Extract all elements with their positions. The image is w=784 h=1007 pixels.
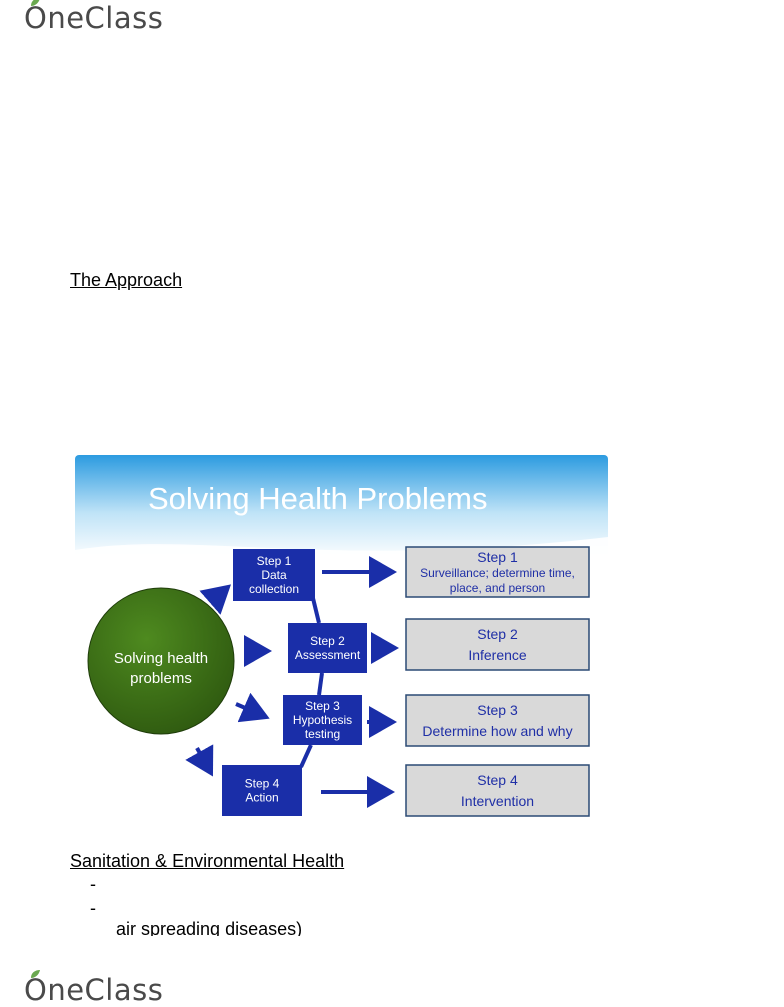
step-box-text: collection [249, 582, 299, 596]
result-box-text: Step 1 [477, 549, 518, 565]
result-box-rect [405, 546, 590, 598]
clipped-text-line: air spreading diseases) [116, 919, 303, 936]
bullet-dash-2: - [90, 898, 96, 918]
center-label-line-1: Solving health [114, 650, 208, 667]
result-arrows [321, 556, 399, 808]
sky-background [75, 455, 608, 560]
step-box-text: Step 4 [245, 777, 280, 791]
result-box-rect [405, 764, 590, 817]
circle-arrows [185, 584, 272, 777]
step-box-rect [288, 623, 367, 673]
step-box-text: testing [305, 727, 340, 741]
logo-text: OneClass [24, 973, 164, 1007]
section-heading-sanitation: Sanitation & Environmental Health [70, 851, 345, 871]
step-box-rect [222, 765, 302, 816]
result-box-2: Step 2 Inference [405, 618, 590, 671]
result-box-3: Step 3 Determine how and why [405, 694, 590, 747]
result-box-text: Step 2 [477, 626, 518, 642]
result-box-rect [405, 694, 590, 747]
result-box-text: Intervention [461, 793, 534, 809]
step-box-text: Step 3 [305, 699, 340, 713]
result-box-text: Step 3 [477, 702, 518, 718]
step-box-text: Step 1 [257, 554, 292, 568]
leaf-icon [31, 0, 40, 6]
center-circle [87, 587, 235, 735]
step-box-text: Assessment [295, 648, 361, 662]
section-heading-approach: The Approach [70, 270, 183, 290]
diagram-title: Solving Health Problems [148, 481, 487, 516]
step-box-text: Hypothesis [293, 713, 352, 727]
result-box-text: Surveillance; determine time, [420, 566, 575, 580]
step-box-text: Data [261, 568, 287, 582]
oneclass-logo-top: OneClass [24, 0, 164, 35]
result-box-text: Step 4 [477, 772, 518, 788]
bullet-dash-1: - [90, 874, 96, 894]
result-box-text: Inference [468, 647, 527, 663]
step-box-rect [233, 549, 315, 601]
result-box-4: Step 4 Intervention [405, 764, 590, 817]
leaf-icon [31, 970, 40, 978]
oneclass-logo-bottom: OneClass [24, 970, 164, 1007]
result-box-text: Determine how and why [422, 723, 572, 739]
step-box-text: Action [245, 791, 278, 805]
center-label-line-2: problems [130, 670, 192, 687]
result-box-rect [405, 618, 590, 671]
step-box-text: Step 2 [310, 634, 345, 648]
diagram-canvas: Solving Health Problems Solving health p… [75, 455, 608, 820]
logo-text: OneClass [24, 1, 164, 35]
result-box-text: place, and person [450, 581, 545, 595]
solving-health-problems-figure: Solving Health Problems Solving health p… [75, 455, 608, 820]
step-box-rect [283, 695, 362, 745]
